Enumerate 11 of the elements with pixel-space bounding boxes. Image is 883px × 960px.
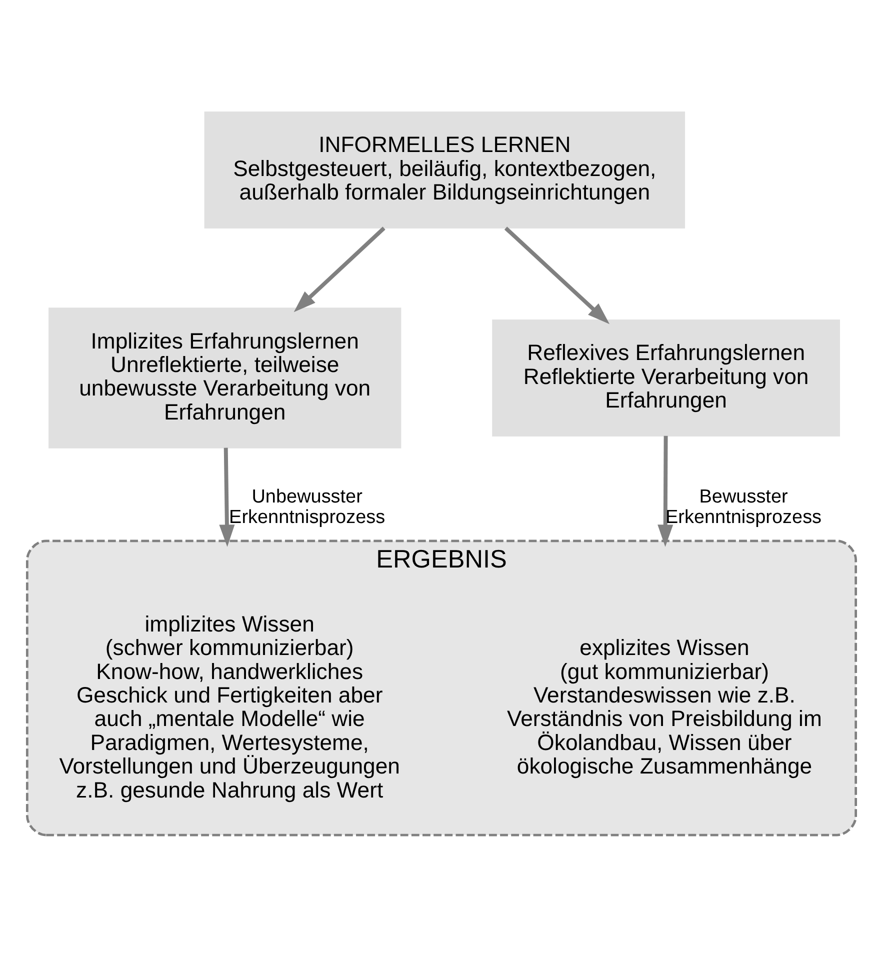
node-text: implizites Wissen (schwer kommunizierbar) Know-how, handwerkliches Geschick und Fertigkeiten aber auch „mentale Modelle“ wie Paradigmen, Wertesysteme, Vorstellungen und Überzeugungen z.B. gesunde Nahrung als Wert: [59, 611, 400, 802]
arrow: [219, 448, 235, 547]
arrow: [658, 436, 674, 547]
node-box: INFORMELLES LERNEN Selbstgesteuert, beiläufig, kontextbezogen, außerhalb formaler Bildungseinrichtungen: [204, 112, 686, 229]
arrow: [294, 226, 386, 312]
arrow: [504, 226, 610, 324]
edge-label: Bewusster Erkenntnisprozess: [666, 486, 822, 528]
node-box: Implizites Erfahrungslernen Unreflektierte, teilweise unbewusste Verarbeitung von Erfahrungen: [48, 308, 402, 448]
edge-label: Unbewusster Erkenntnisprozess: [229, 486, 386, 528]
node-text: explizites Wissen (gut kommunizierbar) Verstandeswissen wie z.B. Verständnis von Preisbildung im Ökolandbau, Wissen über ökologische Zusammenhänge: [507, 635, 822, 779]
node-box: Reflexives Erfahrungslernen Reflektierte Verarbeitung von Erfahrungen: [492, 319, 840, 437]
